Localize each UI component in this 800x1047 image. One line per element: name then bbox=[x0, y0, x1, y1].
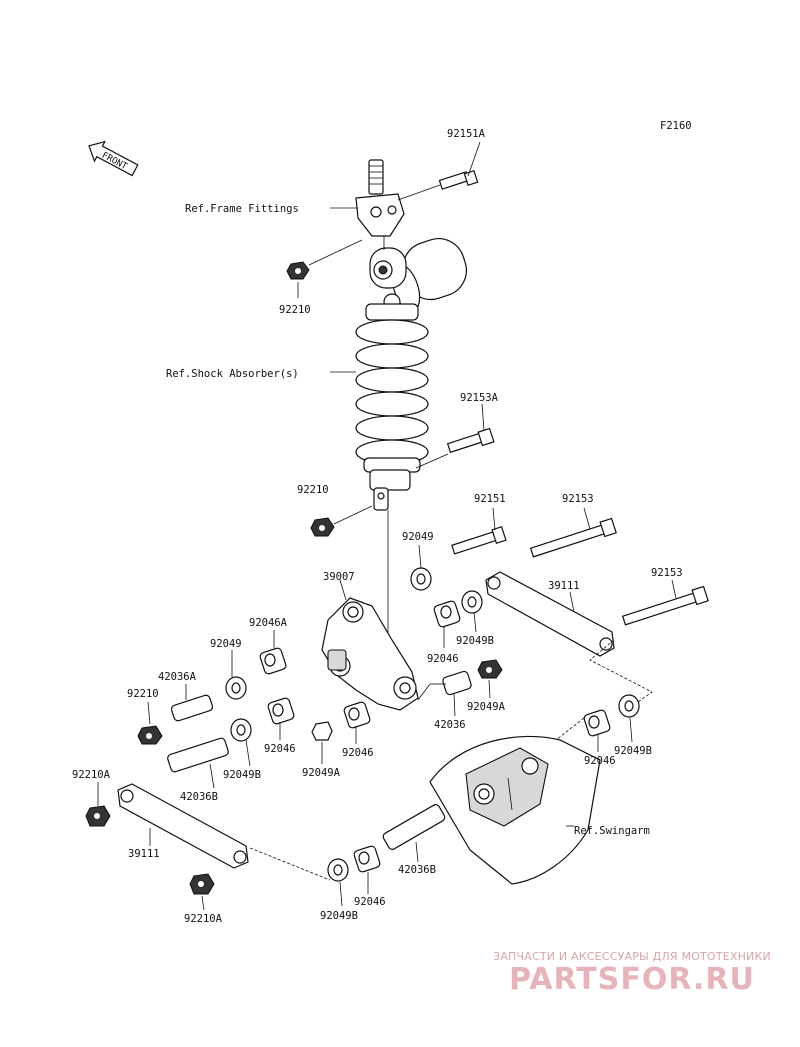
label-92046-a: 92046 bbox=[427, 653, 459, 665]
label-92046A: 92046A bbox=[249, 617, 288, 629]
nut-92210A-a bbox=[85, 805, 111, 827]
nut-92049A-b bbox=[311, 721, 333, 741]
sleeve-42036B-a bbox=[167, 737, 229, 773]
washer-92049B-b bbox=[230, 718, 252, 742]
shock-absorber bbox=[355, 238, 467, 511]
label-92210-top: 92210 bbox=[279, 304, 311, 316]
sleeve-42036A bbox=[170, 694, 214, 722]
label-39007: 39007 bbox=[323, 571, 355, 583]
bearing-92046-a bbox=[433, 600, 461, 628]
label-42036A: 42036A bbox=[158, 671, 197, 683]
watermark: ЗАПЧАСТИ И АКСЕССУАРЫ ДЛЯ МОТОТЕХНИКИ PA… bbox=[482, 950, 782, 997]
label-92046-e: 92046 bbox=[354, 896, 386, 908]
swingarm-section bbox=[429, 735, 601, 885]
tie-rod-39111-right bbox=[485, 571, 615, 657]
label-92049B-a: 92049B bbox=[456, 635, 494, 647]
front-arrow-icon: FRONT bbox=[88, 140, 139, 177]
bolt-92153-b bbox=[621, 585, 709, 626]
bearing-92046-b bbox=[267, 697, 295, 725]
label-92049B-c: 92049B bbox=[614, 745, 652, 757]
watermark-brand: PARTSFOR.RU bbox=[509, 962, 755, 997]
label-92046-c: 92046 bbox=[342, 747, 374, 759]
sleeve-42036 bbox=[442, 670, 472, 696]
label-92210A-a: 92210A bbox=[72, 769, 111, 781]
watermark-subtitle: ЗАПЧАСТИ И АКСЕССУАРЫ ДЛЯ МОТОТЕХНИКИ bbox=[493, 950, 771, 963]
label-92153-b: 92153 bbox=[651, 567, 683, 579]
label-92049A-b: 92049A bbox=[302, 767, 341, 779]
label-92049B-d: 92049B bbox=[320, 910, 358, 922]
frame-fitting-bracket bbox=[355, 159, 405, 237]
label-92046-d: 92046 bbox=[584, 755, 616, 767]
bearing-92046-c bbox=[343, 701, 371, 729]
tie-rod-39111-left bbox=[117, 783, 249, 869]
label-92046-b: 92046 bbox=[264, 743, 296, 755]
ref-swingarm: Ref.Swingarm bbox=[574, 825, 650, 837]
sleeve-42036B-b bbox=[382, 804, 446, 850]
label-39111-left: 39111 bbox=[128, 848, 160, 860]
washer-92049B-d bbox=[327, 858, 349, 882]
label-92049-left: 92049 bbox=[210, 638, 242, 650]
bolt-92153A bbox=[446, 427, 495, 454]
nut-92210-top bbox=[286, 261, 310, 280]
bolt-92151 bbox=[451, 526, 507, 555]
nut-92210-left bbox=[137, 725, 163, 745]
washer-92049-top bbox=[410, 567, 432, 591]
washer-92049B-c bbox=[618, 694, 640, 718]
label-42036B-b: 42036B bbox=[398, 864, 436, 876]
label-92153A: 92153A bbox=[460, 392, 499, 404]
label-92153-a: 92153 bbox=[562, 493, 594, 505]
ref-frame-fittings: Ref.Frame Fittings bbox=[185, 203, 299, 215]
label-39111-right: 39111 bbox=[548, 580, 580, 592]
label-92049-top: 92049 bbox=[402, 531, 434, 543]
label-92210-left: 92210 bbox=[127, 688, 159, 700]
ref-shock-absorber: Ref.Shock Absorber(s) bbox=[166, 368, 299, 380]
rocker-arm-39007 bbox=[321, 597, 419, 711]
label-42036: 42036 bbox=[434, 719, 466, 731]
label-92049A-a: 92049A bbox=[467, 701, 506, 713]
washer-92049B-a bbox=[461, 590, 483, 614]
label-92210A-b: 92210A bbox=[184, 913, 223, 925]
nut-92210-mid bbox=[310, 517, 335, 537]
label-92049B-b: 92049B bbox=[223, 769, 261, 781]
washer-92049-left bbox=[225, 676, 247, 700]
bearing-92046-e bbox=[353, 845, 381, 873]
label-42036B-a: 42036B bbox=[180, 791, 218, 803]
figure-code: F2160 bbox=[660, 120, 692, 132]
nut-92049A-a bbox=[477, 659, 503, 679]
bearing-92046A bbox=[259, 647, 287, 675]
bolt-92153-a bbox=[529, 517, 617, 558]
nut-92210A-b bbox=[189, 873, 215, 895]
label-92210-mid: 92210 bbox=[297, 484, 329, 496]
label-92151A: 92151A bbox=[447, 128, 486, 140]
bolt-92151A bbox=[438, 169, 479, 190]
bearing-92046-d bbox=[583, 709, 611, 737]
label-92151: 92151 bbox=[474, 493, 506, 505]
